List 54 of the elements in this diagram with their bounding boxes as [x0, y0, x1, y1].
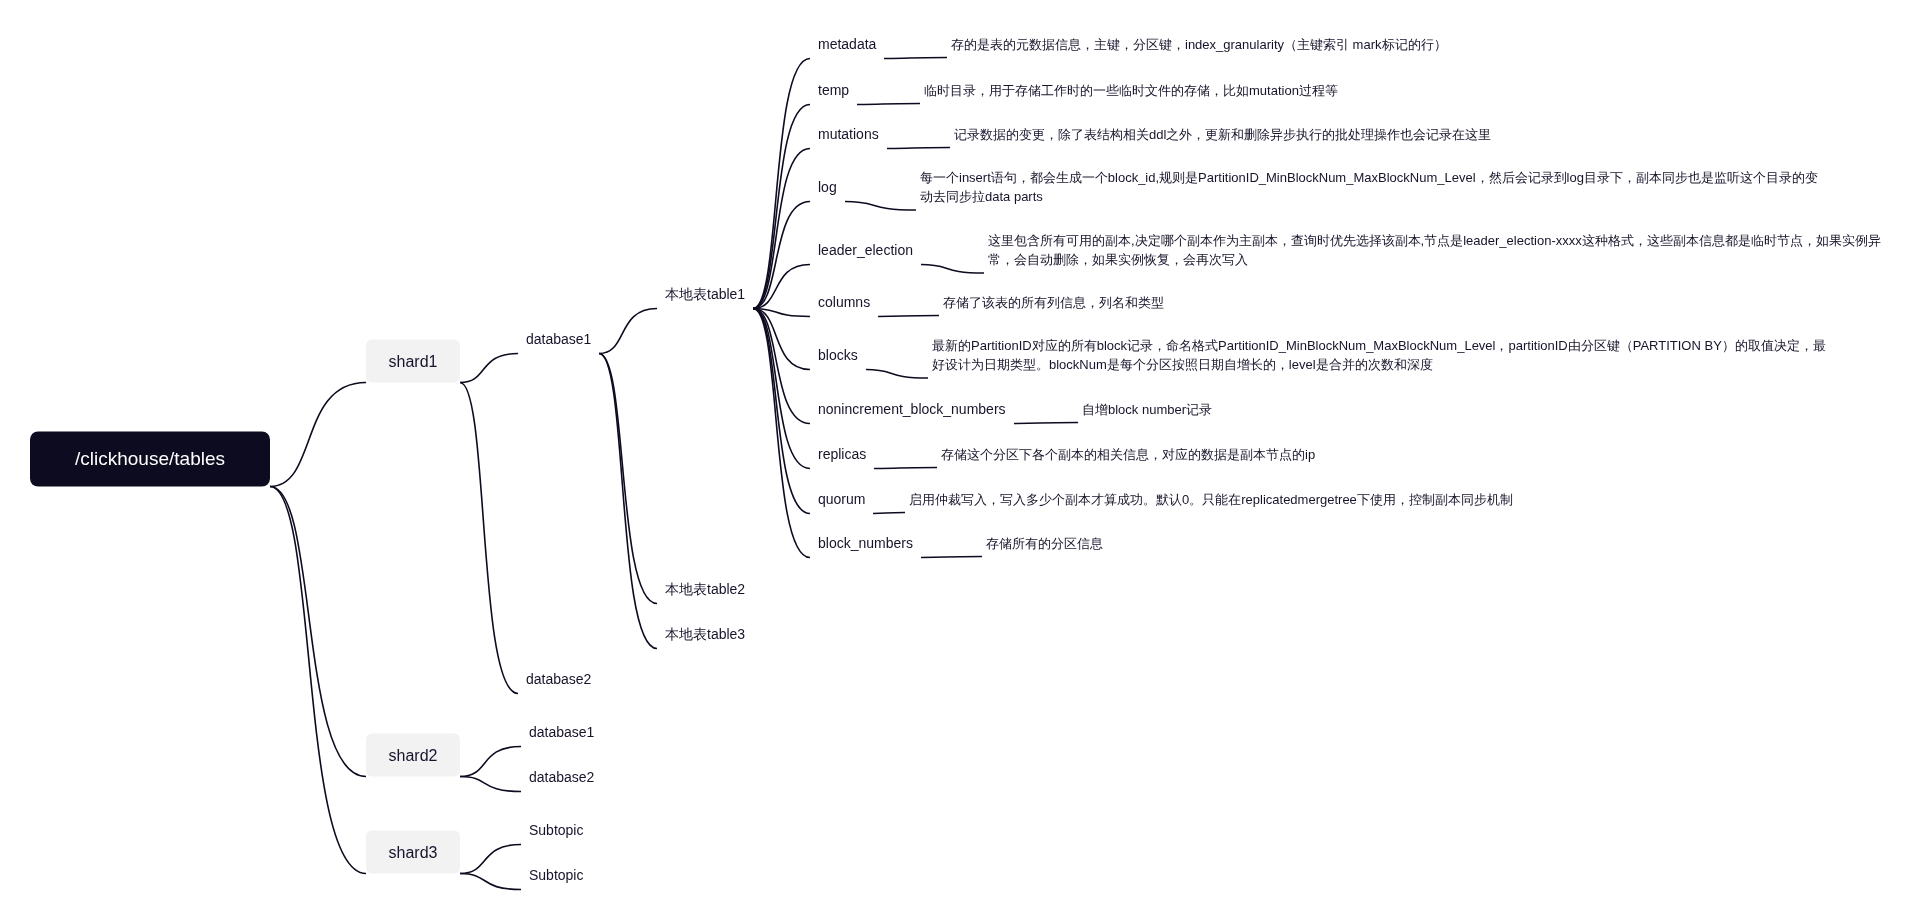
description-text: 每一个insert语句，都会生成一个block_id,规则是PartitionID_MinBlockNum_MaxBlockNum_Level，然后会记录到log目录下，副本同步也是监听这个目录的变动去同步拉data parts [916, 164, 1826, 210]
subtopic-label: nonincrement_block_numbers [810, 394, 1014, 424]
connector-line [877, 314, 940, 318]
subtopic-label: 本地表table1 [657, 279, 754, 309]
subtopic-label: Subtopic [521, 860, 592, 890]
connector-line [269, 485, 367, 875]
subtopic-label: columns [810, 287, 879, 317]
connector-line [1013, 421, 1079, 425]
connector-line [459, 872, 522, 891]
description-text: 记录数据的变更，除了表结构相关ddl之外，更新和删除异步执行的批处理操作也会记录在这里 [950, 120, 1496, 148]
connector-line [752, 200, 811, 310]
connector-line [886, 146, 951, 150]
description-text: 存储这个分区下各个副本的相关信息，对应的数据是副本节点的ip [937, 440, 1320, 468]
connector-line [752, 307, 811, 559]
topic-box: shard2 [366, 733, 460, 777]
subtopic-label: mutations [810, 119, 887, 149]
subtopic-label: block_numbers [810, 528, 921, 558]
connector-line [865, 368, 929, 379]
connector-line [873, 466, 938, 470]
subtopic-label: temp [810, 75, 858, 105]
subtopic-label: 本地表table3 [657, 619, 754, 649]
subtopic-label: metadata [810, 29, 885, 59]
subtopic-label: database1 [521, 717, 603, 747]
subtopic-label: database2 [518, 664, 600, 694]
description-text: 存储了该表的所有列信息，列名和类型 [939, 288, 1168, 316]
description-text: 启用仲裁写入，写入多少个副本才算成功。默认0。只能在replicatedmergetree下使用，控制副本同步机制 [905, 485, 1517, 513]
description-text: 这里包含所有可用的副本,决定哪个副本作为主副本，查询时优先选择该副本,节点是leader_election-xxxx这种格式，这些副本信息都是临时节点，如果实例异常，会自动删除，如果实例恢复，会再次写入 [984, 227, 1889, 273]
connector-line [844, 200, 917, 211]
description-text: 存的是表的元数据信息，主键，分区键，index_granularity（主键索引 mark标记的行） [947, 30, 1451, 58]
description-text: 最新的PartitionID对应的所有block记录，命名格式PartitionID_MinBlockNum_MaxBlockNum_Level，partitionID由分区键（PARTITION BY）的取值决定，最好设计为日期类型。blockNum是每个分区按照日期自增长的，level是合并的次数和深度 [928, 332, 1838, 378]
description-text: 自增block number记录 [1078, 395, 1217, 423]
topic-box: shard3 [366, 830, 460, 874]
subtopic-label: Subtopic [521, 815, 592, 845]
subtopic-label: leader_election [810, 235, 921, 265]
subtopic-label: database2 [521, 762, 603, 792]
connector-line [883, 56, 948, 60]
topic-box: shard1 [366, 339, 460, 383]
subtopic-label: replicas [810, 439, 875, 469]
connector-line [872, 511, 906, 515]
connector-line [856, 102, 921, 106]
connector-line [598, 307, 658, 355]
subtopic-label: log [810, 172, 845, 202]
subtopic-label: quorum [810, 484, 874, 514]
subtopic-label: 本地表table2 [657, 574, 754, 604]
root-topic-box: /clickhouse/tables [30, 431, 270, 487]
connector-line [459, 381, 519, 695]
connector-line [459, 775, 522, 793]
connector-line [920, 263, 985, 274]
connector-line [920, 555, 983, 559]
description-text: 临时目录，用于存储工作时的一些临时文件的存储，比如mutation过程等 [920, 76, 1342, 104]
description-text: 存储所有的分区信息 [982, 529, 1107, 557]
connector-line [598, 352, 658, 650]
subtopic-label: database1 [518, 324, 600, 354]
subtopic-label: blocks [810, 340, 866, 370]
